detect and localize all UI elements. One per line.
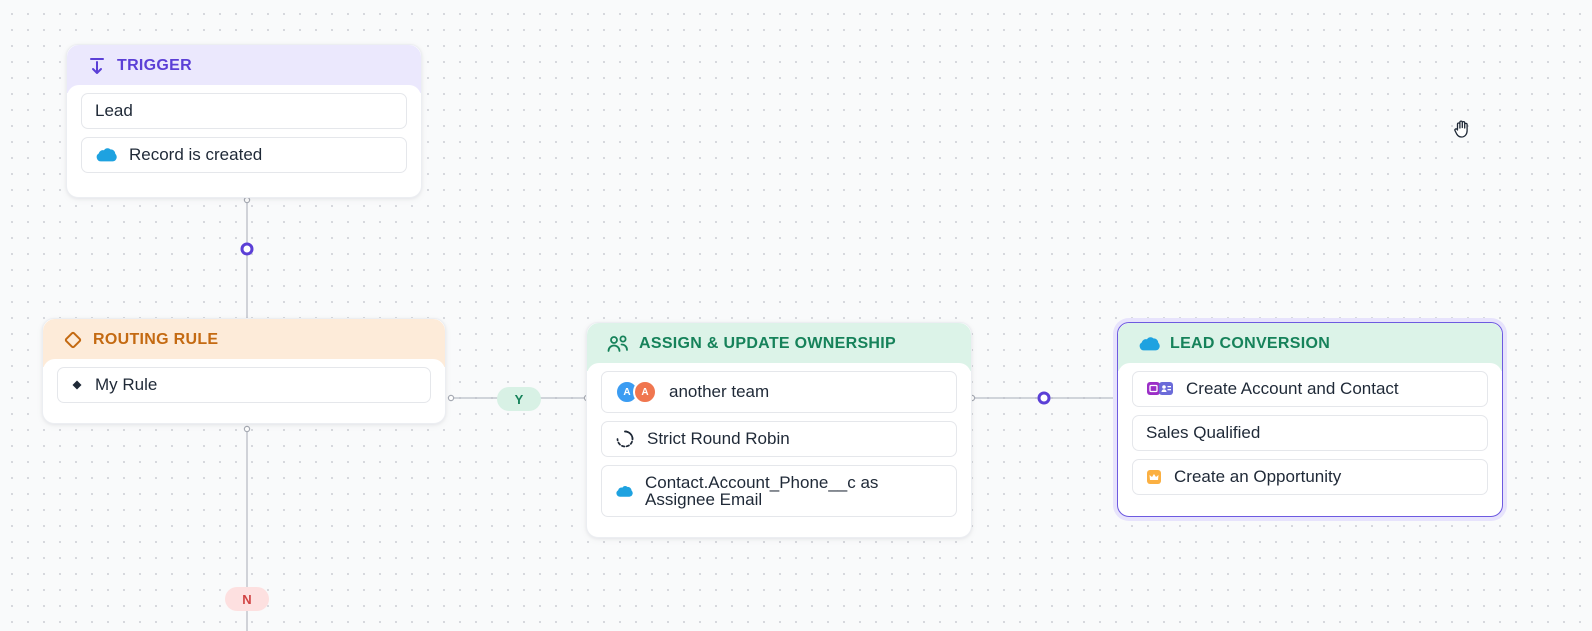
avatar: A [633,380,657,404]
team-row[interactable]: A A another team [601,371,957,413]
trigger-node[interactable]: TRIGGER Lead Record is created [66,44,422,198]
opportunity-row[interactable]: Create an Opportunity [1132,459,1488,495]
converted-status: Sales Qualified [1146,423,1261,442]
assignee-field-line2: Assignee Email [645,490,763,509]
trigger-object-row[interactable]: Lead [81,93,407,129]
assign-body: A A another team Strict Round Robin Cont… [587,363,971,529]
add-step-handle [240,242,254,256]
assign-ownership-node[interactable]: ASSIGN & UPDATE OWNERSHIP A A another te… [586,322,972,538]
trigger-event-row[interactable]: Record is created [81,137,407,173]
conversion-action-account: Create Account and Contact [1186,379,1399,398]
crown-icon [1147,470,1161,484]
assignment-method: Strict Round Robin [647,429,790,448]
salesforce-cloud-icon [616,485,633,497]
account-contact-row[interactable]: Create Account and Contact [1132,371,1488,407]
assign-title: ASSIGN & UPDATE OWNERSHIP [639,335,896,352]
no-branch-label[interactable]: N [225,587,269,611]
assignee-field-text: Contact.Account_Phone__c as Assignee Ema… [645,474,878,508]
users-icon [607,335,628,352]
salesforce-cloud-icon [96,148,117,162]
method-row[interactable]: Strict Round Robin [601,421,957,457]
salesforce-cloud-icon [1139,337,1160,351]
conversion-action-opportunity: Create an Opportunity [1174,467,1342,486]
routing-rule-body: My Rule [43,359,445,415]
round-robin-icon [616,430,634,448]
assignee-field-row[interactable]: Contact.Account_Phone__c as Assignee Ema… [601,465,957,517]
rule-row[interactable]: My Rule [57,367,431,403]
trigger-object: Lead [95,101,133,120]
trigger-title: TRIGGER [117,57,192,74]
rule-diamond-icon [72,380,82,390]
rule-name: My Rule [95,375,158,394]
port-routing-bottom [243,425,251,433]
lead-conversion-node[interactable]: LEAD CONVERSION Create Account and Conta… [1117,322,1503,517]
port-trigger-out [243,196,251,204]
conversion-body: Create Account and Contact Sales Qualifi… [1118,363,1502,507]
add-step-handle [1037,391,1051,405]
routing-rule-title: ROUTING RULE [93,331,219,348]
team-name: another team [669,382,770,401]
yes-branch-label[interactable]: Y [497,387,541,411]
conversion-title: LEAD CONVERSION [1170,335,1331,352]
port-routing-right [447,394,455,402]
arrow-down-to-line-icon [90,58,104,74]
routing-rule-node[interactable]: ROUTING RULE My Rule [42,318,446,424]
trigger-body: Lead Record is created [67,85,421,185]
trigger-event: Record is created [129,145,263,164]
status-row[interactable]: Sales Qualified [1132,415,1488,451]
account-contact-icon [1147,382,1173,395]
grab-hand-icon [1454,120,1468,138]
team-avatars: A A [615,380,657,404]
assignee-field-line1: Contact.Account_Phone__c as [645,473,879,492]
diamond-icon [64,331,82,349]
